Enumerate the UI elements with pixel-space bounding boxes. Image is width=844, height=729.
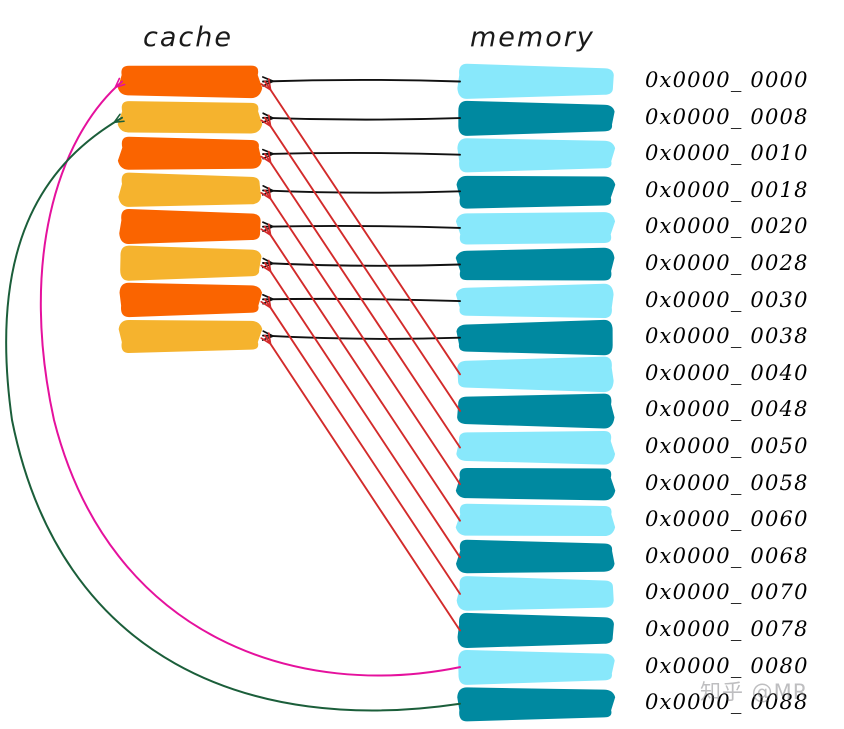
conflict-arrows-red xyxy=(260,78,461,632)
black-arrow-mem3-to-cache3 xyxy=(261,185,461,196)
memory-block-15 xyxy=(457,612,614,648)
cache-block-4 xyxy=(119,208,261,244)
address-label-0: 0x0000_ 0000 xyxy=(645,68,809,92)
red-arrow-mem15-to-cache7 xyxy=(260,332,461,632)
red-arrow-mem13-to-cache5 xyxy=(260,259,461,559)
cache-block-1 xyxy=(117,101,263,134)
memory-block-0 xyxy=(457,63,614,99)
address-label-3: 0x0000_ 0018 xyxy=(645,177,809,202)
memory-block-1 xyxy=(458,100,615,136)
black-arrow-mem2-to-cache2 xyxy=(262,148,461,160)
red-arrow-mem9-to-cache1 xyxy=(260,114,461,412)
address-label-13: 0x0000_ 0068 xyxy=(645,543,809,568)
address-label-4: 0x0000_ 0020 xyxy=(645,214,809,239)
cache-block-2 xyxy=(117,136,262,170)
memory-column-title: memory xyxy=(470,22,595,53)
memory-block-13 xyxy=(456,539,615,574)
memory-block-9 xyxy=(457,393,615,429)
memory-block-11 xyxy=(455,468,616,501)
cache-block-3 xyxy=(118,172,262,207)
memory-block-4 xyxy=(455,212,616,245)
address-label-5: 0x0000_ 0028 xyxy=(645,250,809,275)
memory-block-17 xyxy=(457,687,616,722)
address-label-15: 0x0000_ 0078 xyxy=(645,616,809,641)
address-label-1: 0x0000_ 0008 xyxy=(645,104,809,129)
cache-block-7 xyxy=(118,319,263,354)
red-arrow-mem11-to-cache3 xyxy=(260,187,461,486)
address-label-2: 0x0000_ 0010 xyxy=(645,141,809,166)
red-arrow-mem14-to-cache6 xyxy=(260,295,461,595)
memory-address-list: 0x0000_ 0000 0x0000_ 0008 0x0000_ 0010 0x00… xyxy=(645,64,844,723)
cache-column-title: cache xyxy=(143,22,233,53)
red-arrow-mem12-to-cache4 xyxy=(260,223,461,522)
address-label-12: 0x0000_ 0060 xyxy=(645,507,809,532)
black-arrow-mem5-to-cache5 xyxy=(261,257,461,269)
black-arrow-mem1-to-cache1 xyxy=(261,112,461,124)
cache-block-0 xyxy=(117,65,263,99)
memory-block-10 xyxy=(456,430,616,465)
address-label-8: 0x0000_ 0040 xyxy=(645,360,809,385)
memory-block-16 xyxy=(458,649,615,685)
memory-block-group xyxy=(455,63,616,722)
memory-block-8 xyxy=(457,356,614,393)
address-label-17: 0x0000_ 0088 xyxy=(645,690,809,715)
memory-block-12 xyxy=(455,503,616,537)
red-arrow-mem8-to-cache0 xyxy=(260,78,461,376)
red-arrow-mem10-to-cache2 xyxy=(260,150,461,449)
memory-block-7 xyxy=(456,319,613,356)
cache-block-group xyxy=(117,65,263,354)
address-label-7: 0x0000_ 0038 xyxy=(645,324,809,349)
green-arrow-mem17-to-cache1 xyxy=(5,113,461,712)
memory-block-14 xyxy=(456,576,614,611)
magenta-arrow-mem16-to-cache0 xyxy=(39,77,461,677)
address-label-14: 0x0000_ 0070 xyxy=(645,580,809,605)
memory-block-3 xyxy=(456,175,616,209)
address-label-16: 0x0000_ 0080 xyxy=(645,653,809,678)
address-label-9: 0x0000_ 0048 xyxy=(645,397,809,422)
black-arrow-mem0-to-cache0 xyxy=(262,76,461,87)
wrap-around-curve-arrows xyxy=(5,77,461,712)
address-label-6: 0x0000_ 0030 xyxy=(645,287,809,312)
cache-block-6 xyxy=(119,282,263,318)
address-label-10: 0x0000_ 0050 xyxy=(645,433,809,458)
cache-block-5 xyxy=(120,245,262,281)
memory-block-6 xyxy=(455,283,614,319)
memory-block-5 xyxy=(455,247,615,281)
memory-block-2 xyxy=(457,138,616,173)
address-label-11: 0x0000_ 0058 xyxy=(645,470,809,495)
